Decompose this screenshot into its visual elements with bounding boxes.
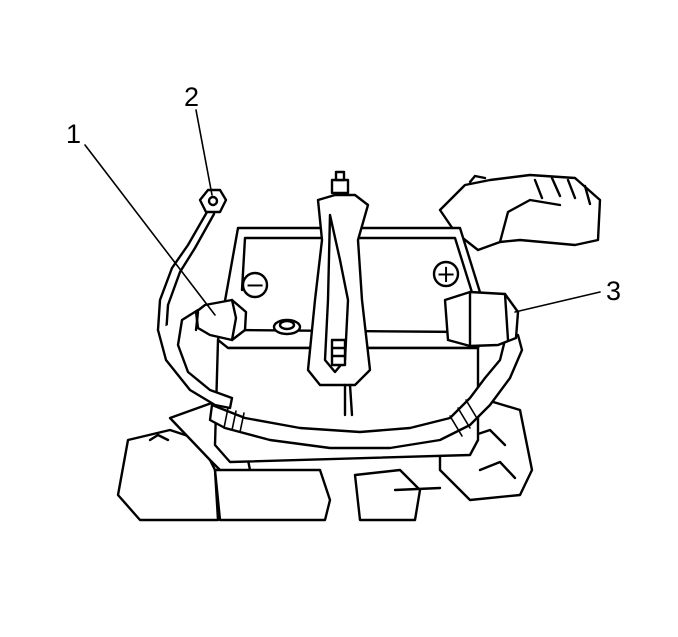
callout-3-label: 3 bbox=[606, 276, 621, 306]
hold-down-bracket bbox=[306, 170, 372, 417]
svg-text:−: − bbox=[245, 271, 265, 299]
positive-cable-harness bbox=[208, 290, 524, 450]
vent-cap bbox=[272, 318, 302, 336]
callout-2-label: 2 bbox=[184, 82, 199, 112]
upper-hose bbox=[438, 173, 602, 252]
callout-1-label: 1 bbox=[66, 119, 81, 149]
leader-lines bbox=[84, 109, 601, 316]
negative-ground-lead bbox=[156, 188, 228, 337]
negative-cable-with-boot bbox=[156, 298, 248, 410]
negative-terminal-marker: − bbox=[241, 271, 269, 299]
svg-text:+: + bbox=[436, 260, 456, 288]
positive-terminal-marker: + bbox=[432, 260, 460, 288]
